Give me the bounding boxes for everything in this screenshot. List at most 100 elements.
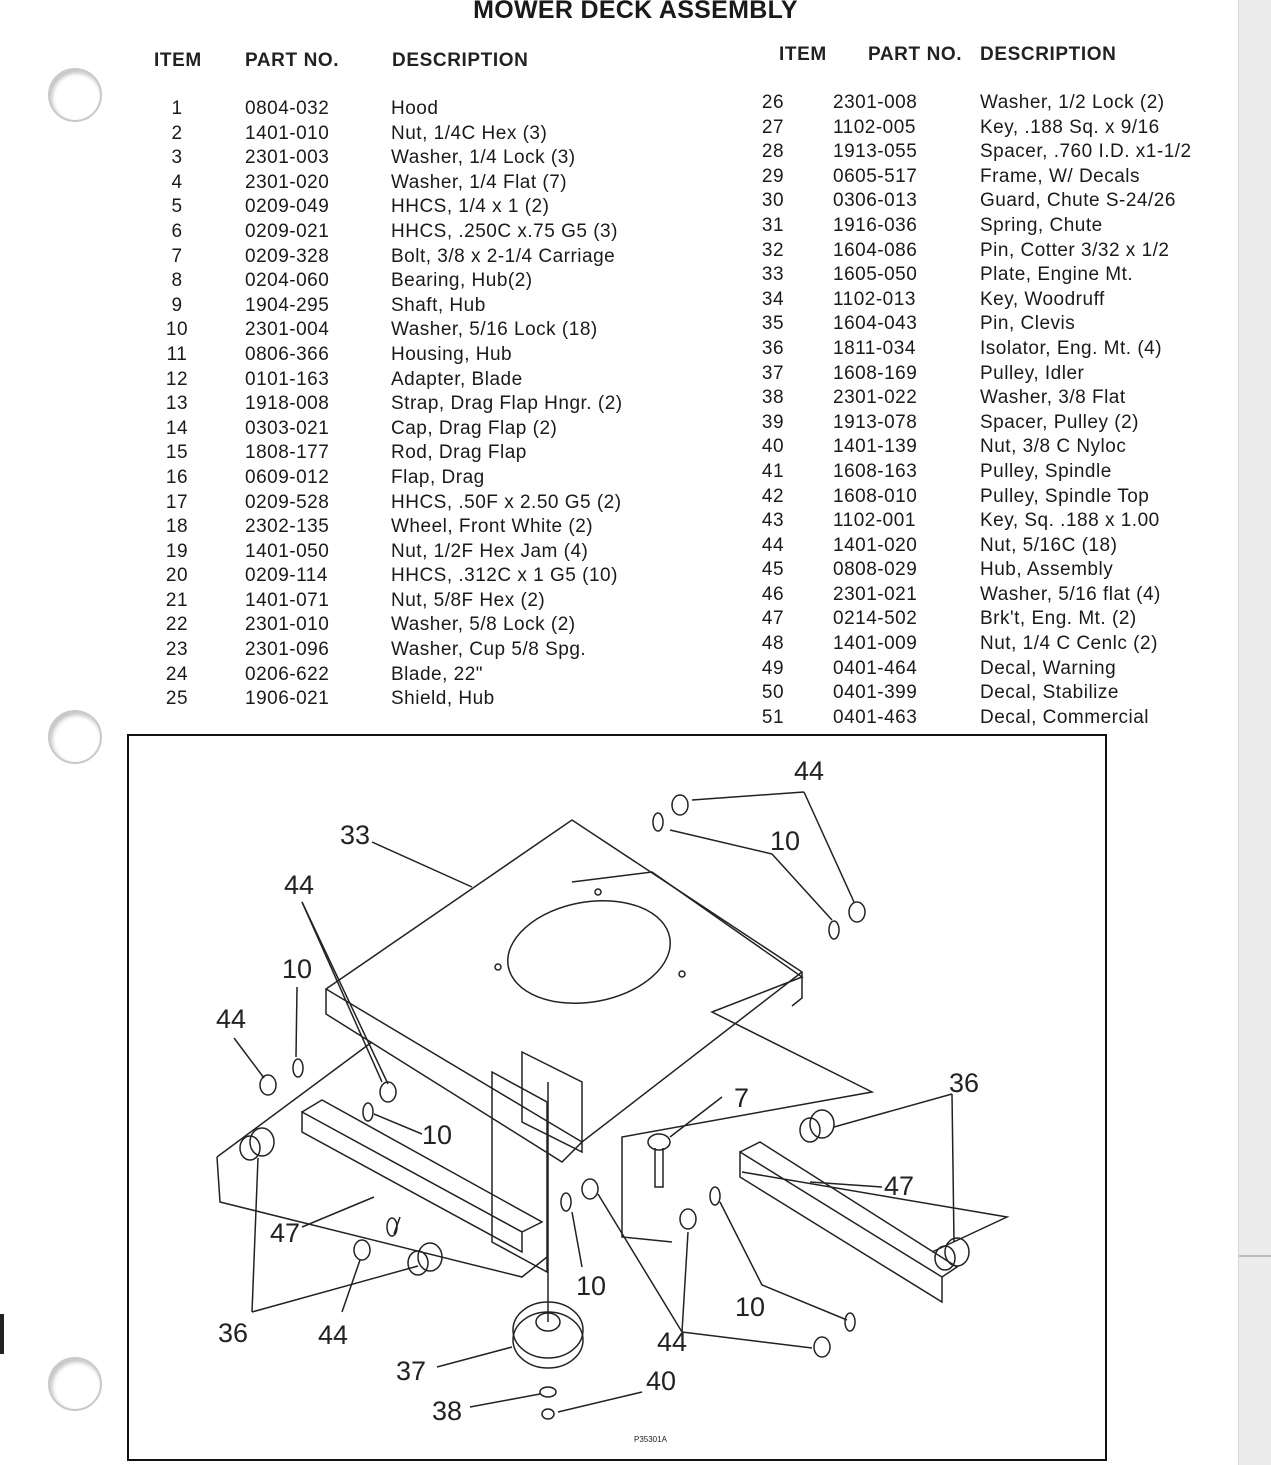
- callout-10: 10: [735, 1292, 765, 1322]
- part-item-number: 42: [761, 485, 785, 507]
- header-part-left: PART NO.: [245, 50, 340, 71]
- part-number: 0806-366: [245, 343, 330, 365]
- part-number: 1906-021: [245, 688, 330, 710]
- callout-7: 7: [734, 1083, 749, 1113]
- part-number: 1913-078: [833, 411, 918, 433]
- callout-44: 44: [284, 870, 314, 900]
- part-number: 2301-004: [245, 319, 330, 341]
- page-edge: [1238, 0, 1271, 1465]
- part-description: Key, .188 Sq. x 9/16: [980, 116, 1160, 138]
- part-number: 0209-528: [245, 491, 330, 513]
- part-item-number: 23: [165, 639, 189, 661]
- part-number: 0401-463: [833, 706, 918, 728]
- part-description: Decal, Warning: [980, 657, 1117, 679]
- callout-37: 37: [396, 1356, 426, 1386]
- part-description: Nut, 1/4 C Cenlc (2): [980, 633, 1158, 655]
- part-description: Isolator, Eng. Mt. (4): [980, 337, 1163, 359]
- figure-id: P35301A: [634, 1435, 668, 1444]
- part-item-number: 10: [165, 319, 189, 341]
- part-description: Bolt, 3/8 x 2-1/4 Carriage: [391, 245, 616, 267]
- part-description: Washer, 5/8 Lock (2): [391, 614, 576, 636]
- engine-plate: [324, 819, 804, 1143]
- frame-outline: [571, 871, 875, 1243]
- part-item-number: 41: [761, 460, 785, 482]
- engine-plate-edge-right: [791, 972, 803, 1007]
- edge-line: [1239, 1255, 1271, 1257]
- table-row: 10 2301-004 Washer, 5/16 Lock (18): [0, 318, 700, 343]
- part-item-number: 48: [761, 633, 785, 655]
- part-description: Nut, 1/4C Hex (3): [391, 122, 548, 144]
- part-item-number: 28: [761, 141, 785, 163]
- part-number: 1918-008: [245, 393, 330, 415]
- callout-47: 47: [884, 1171, 914, 1201]
- part-number: 1102-005: [833, 116, 916, 138]
- part-description: Nut, 1/2F Hex Jam (4): [391, 540, 589, 562]
- part-description: Spring, Chute: [980, 214, 1103, 236]
- isolator: [239, 1127, 275, 1161]
- plate-hole-small: [678, 970, 686, 978]
- part-number: 1608-169: [833, 362, 918, 384]
- part-number: 1913-055: [833, 141, 918, 163]
- lock-washer: [292, 812, 856, 1332]
- part-description: Brk't, Eng. Mt. (2): [980, 608, 1137, 630]
- part-item-number: 12: [165, 368, 189, 390]
- part-number: 1608-010: [833, 485, 918, 507]
- table-row: 27 1102-005 Key, .188 Sq. x 9/16: [0, 116, 1240, 141]
- part-item-number: 18: [165, 516, 189, 538]
- nyloc-nut: [541, 1408, 555, 1420]
- part-item-number: 27: [761, 116, 785, 138]
- header-item-left: ITEM: [154, 50, 202, 71]
- part-item-number: 50: [761, 682, 785, 704]
- part-item-number: 49: [761, 657, 785, 679]
- frame-outline-left: [216, 1041, 548, 1278]
- part-description: Strap, Drag Flap Hngr. (2): [391, 393, 623, 415]
- engine-mount-bracket-left-top: [301, 1099, 544, 1233]
- callout-40: 40: [646, 1366, 676, 1396]
- part-item-number: 21: [165, 589, 189, 611]
- part-description: Pulley, Idler: [980, 362, 1085, 384]
- part-item-number: 17: [165, 491, 189, 513]
- part-item-number: 44: [761, 534, 785, 556]
- part-description: Cap, Drag Flap (2): [391, 417, 558, 439]
- part-description: Pulley, Spindle: [980, 460, 1112, 482]
- callout-36: 36: [949, 1068, 979, 1098]
- callout-44: 44: [216, 1004, 246, 1034]
- callout-10: 10: [422, 1120, 452, 1150]
- part-description: Shield, Hub: [391, 688, 495, 710]
- part-description: HHCS, .250C x.75 G5 (3): [391, 220, 618, 242]
- part-description: Washer, 5/16 Lock (18): [391, 319, 598, 341]
- part-number: 1102-001: [833, 510, 916, 532]
- engine-mount-bracket-right: [739, 1150, 943, 1304]
- part-item-number: 39: [761, 411, 785, 433]
- part-number: 2301-021: [833, 583, 918, 605]
- part-item-number: 7: [171, 245, 183, 267]
- part-item-number: 46: [761, 583, 785, 605]
- nut: [259, 794, 866, 1358]
- part-item-number: 22: [165, 614, 189, 636]
- table-row: 28 1913-055 Spacer, .760 I.D. x1-1/2: [0, 140, 1240, 165]
- part-number: 0206-622: [245, 663, 330, 685]
- engine-mount-bracket-right-top: [739, 1141, 959, 1278]
- part-description: Spacer, .760 I.D. x1-1/2: [980, 141, 1192, 163]
- part-number: 0101-163: [245, 368, 330, 390]
- part-number: 2301-003: [245, 147, 330, 169]
- punch-hole-middle: [48, 710, 102, 764]
